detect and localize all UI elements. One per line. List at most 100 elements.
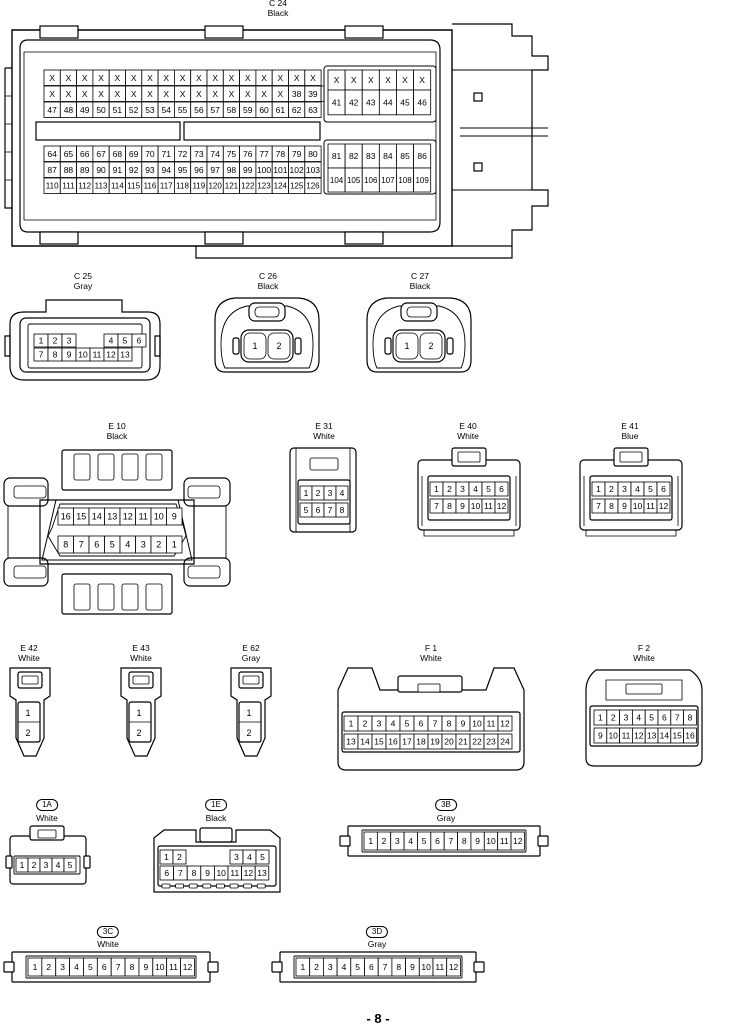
pin-label: X (278, 89, 284, 99)
pin-label: 6 (661, 484, 666, 494)
pin-label: X (180, 73, 186, 83)
pin-label: 8 (462, 836, 467, 846)
pin-label: 9 (67, 350, 72, 360)
pin-label: 2 (611, 713, 616, 723)
pin-label: 1 (33, 962, 38, 972)
pin-cell (494, 498, 509, 514)
pin-label: 76 (243, 149, 253, 159)
pin-label: X (66, 89, 72, 99)
pin-label: 73 (194, 149, 204, 159)
pin-cell (510, 831, 525, 851)
pin-label: 12 (497, 501, 507, 511)
pin-label: 1 (39, 336, 44, 346)
pin-label: 3 (622, 484, 627, 494)
pin-label: X (49, 89, 55, 99)
pin-label: 2 (53, 336, 58, 346)
pin-label: 4 (635, 484, 640, 494)
pin-label: 2 (314, 962, 319, 972)
pin-label: X (82, 89, 88, 99)
pin-label: 95 (178, 165, 188, 175)
pin-label: 7 (433, 719, 438, 729)
pin-label: 11 (169, 962, 178, 972)
pin-cell (656, 498, 671, 514)
connector-badge-3d: 3D (365, 926, 389, 938)
pin-label: 104 (330, 176, 344, 185)
pin-label: 59 (243, 105, 253, 115)
pin-label: 43 (366, 97, 376, 107)
pin-label: 11 (435, 962, 444, 972)
pin-label: 9 (205, 868, 210, 878)
pin-label: 9 (410, 962, 415, 972)
pin-label: 8 (63, 540, 68, 550)
pin-label: X (419, 75, 425, 85)
pin-label: 90 (96, 165, 106, 175)
pin-label: 6 (662, 713, 667, 723)
pin-label: 6 (137, 336, 142, 346)
pin-label: 2 (276, 341, 281, 351)
pin-cell (304, 101, 322, 118)
pin-label: 67 (96, 149, 106, 159)
pin-label: 2 (447, 484, 452, 494)
pin-label: 47 (47, 105, 57, 115)
pin-label: 11 (139, 512, 148, 522)
pin-cell (180, 957, 195, 977)
pin-label: X (147, 73, 153, 83)
pin-label: X (66, 73, 72, 83)
pin-label: 5 (68, 860, 73, 870)
pin-label: 10 (154, 512, 164, 522)
pin-label: 6 (316, 505, 321, 515)
pin-label: 10 (471, 501, 481, 511)
pin-label: 8 (340, 505, 345, 515)
pin-label: 12 (244, 868, 254, 878)
pin-label: 13 (107, 512, 117, 522)
pin-label: X (49, 73, 55, 83)
pin-label: 51 (113, 105, 123, 115)
pin-label: 1 (25, 708, 30, 718)
pin-label: 11 (646, 501, 655, 511)
pin-cell (683, 709, 697, 726)
pin-label: X (261, 89, 267, 99)
pin-label: 1 (246, 708, 251, 718)
pin-label: 10 (486, 836, 496, 846)
pin-cell (61, 333, 77, 348)
pin-label: X (212, 89, 218, 99)
pin-label: 6 (94, 540, 99, 550)
pin-label: 1 (434, 484, 439, 494)
pin-label: 88 (64, 165, 74, 175)
pin-label: 78 (276, 149, 286, 159)
pin-label: X (180, 89, 186, 99)
pin-label: X (131, 73, 137, 83)
pin-label: 1 (349, 719, 354, 729)
pin-label: 120 (208, 182, 222, 191)
pin-label: 7 (675, 713, 680, 723)
pin-cell (335, 485, 349, 501)
pin-label: 1 (598, 713, 603, 723)
pin-label: 10 (155, 962, 165, 972)
pin-label: 5 (422, 836, 427, 846)
pin-label: X (163, 73, 169, 83)
pin-label: 3 (141, 540, 146, 550)
connector-c24: XXXXXXXXXXXXXXXXXXXXXXXXXXXXXXXX38394047… (4, 23, 549, 259)
pin-label: X (245, 89, 251, 99)
pin-label: 4 (56, 860, 61, 870)
pin-label: 4 (340, 488, 345, 498)
pin-cell (494, 481, 509, 497)
pin-cell (497, 715, 513, 732)
connector-badge-1e: 1E (205, 799, 227, 811)
pin-label: 7 (178, 868, 183, 878)
pin-label: 3 (624, 713, 629, 723)
pin-label: 7 (434, 501, 439, 511)
pin-label: 12 (659, 501, 669, 511)
pin-label: 86 (417, 151, 427, 161)
pin-cell (131, 333, 147, 348)
pin-label: 7 (39, 350, 44, 360)
